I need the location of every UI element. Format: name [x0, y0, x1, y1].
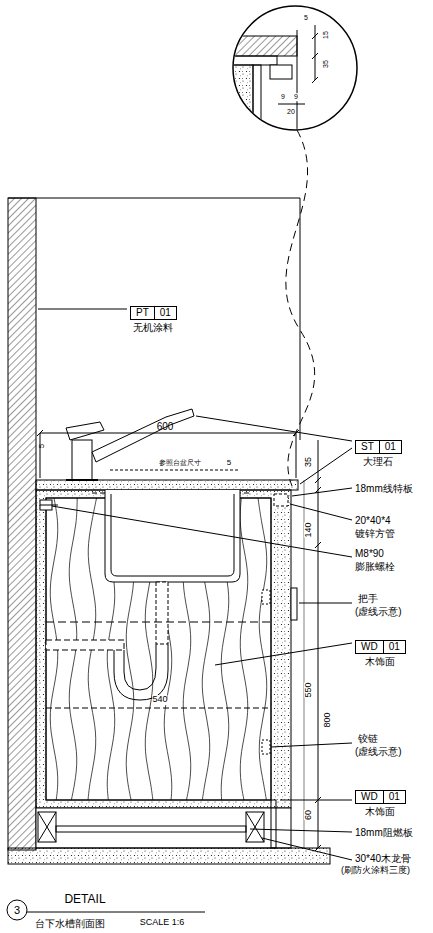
material-name: 木饰面: [355, 656, 406, 668]
annotation-label: 15: [322, 31, 330, 39]
annotation-label: 550: [304, 682, 314, 697]
material-tag: WD01 木饰面: [355, 636, 406, 668]
material-tag: ST01 大理石: [355, 436, 402, 468]
annotation-label: 5: [304, 14, 308, 22]
annotation-label: 35: [322, 60, 330, 68]
annotation-label: 铰链: [358, 733, 378, 744]
annotation-label: 20*40*4: [355, 515, 391, 526]
tag-code: 01: [383, 791, 405, 803]
material-name: 大理石: [355, 456, 402, 468]
annotation-label: 膨胀螺栓: [355, 561, 395, 572]
annotation-label: 3: [14, 904, 20, 916]
annotation-label: 30*40木龙骨: [355, 853, 411, 864]
tag-code: WD: [356, 641, 383, 653]
floor-slab: [8, 848, 330, 864]
tag-code: ST: [356, 441, 379, 453]
wood-grain: [258, 498, 268, 800]
tag-box: PT01: [130, 306, 177, 320]
annotation-label: 20: [287, 108, 295, 116]
material-name: 木饰面: [355, 806, 406, 818]
annotation-label: 140: [304, 522, 314, 537]
detail-caption: 台下水槽剖面图: [35, 918, 105, 929]
wall-hatch: [8, 198, 36, 850]
tag-box: ST01: [355, 440, 402, 454]
annotation-label: 参照台盆尺寸: [159, 459, 201, 467]
annotation-label: (刷防火涂料三度): [341, 866, 410, 876]
annotation-label: 540: [152, 695, 167, 705]
tag-box: WD01: [355, 640, 406, 654]
annotation-label: 5: [38, 444, 47, 448]
marble-top: [36, 480, 298, 490]
annotation-label: 9: [281, 93, 285, 101]
tag-box: WD01: [355, 790, 406, 804]
detail-title: DETAIL: [64, 893, 105, 906]
annotation-label: 5: [227, 459, 231, 468]
wood-grain: [240, 498, 248, 800]
annotation-label: M8*90: [355, 548, 384, 559]
annotation-label: 镀锌方管: [355, 528, 395, 539]
tag-code: 01: [154, 307, 176, 319]
annotation-label: 18mm阻燃板: [355, 827, 413, 838]
annotation-label: SCALE 1:6: [140, 918, 185, 928]
annotation-label: 60: [304, 810, 314, 820]
tag-code: 01: [379, 441, 401, 453]
annotation-label: 把手: [358, 593, 378, 604]
annotation-label: 18mm线特板: [355, 483, 413, 494]
annotation-label: (虚线示意): [355, 746, 402, 757]
tag-code: 01: [383, 641, 405, 653]
cabinet-board: [36, 490, 291, 808]
annotation-label: 600: [157, 421, 174, 432]
material-tag: WD01 木饰面: [355, 786, 406, 818]
material-name: 无机涂料: [130, 322, 177, 334]
tag-code: PT: [131, 307, 154, 319]
annotation-label: 9: [294, 93, 298, 101]
annotation-label: 800: [323, 712, 333, 727]
tag-code: WD: [356, 791, 383, 803]
material-tag: PT01 无机涂料: [130, 302, 177, 334]
annotation-label: 35: [304, 457, 314, 467]
annotation-label: (虚线示意): [355, 606, 402, 617]
